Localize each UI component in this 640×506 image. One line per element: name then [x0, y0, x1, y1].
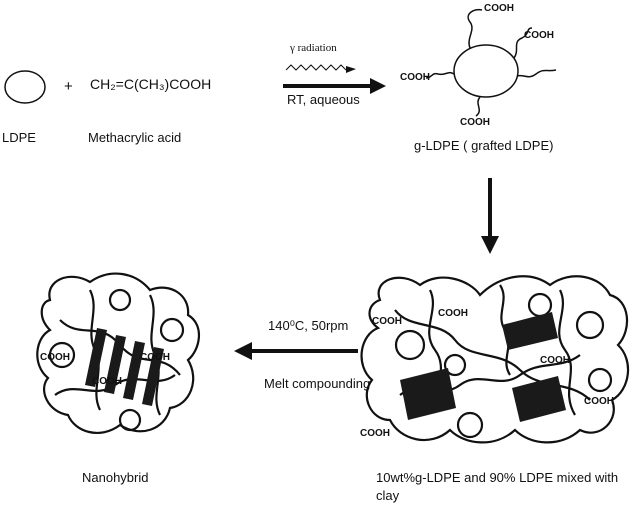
grafted-ldpe-label: g-LDPE ( grafted LDPE)	[414, 138, 554, 153]
cooh-group: COOH	[484, 3, 514, 14]
radiation-label: γ radiation	[290, 42, 337, 54]
down-arrow	[481, 178, 499, 254]
grafted-ldpe-molecule	[425, 8, 557, 117]
reaction-conditions: RT, aqueous	[287, 92, 360, 107]
melt-compounding-arrow	[234, 342, 358, 360]
cooh-group: COOH	[40, 352, 70, 363]
cooh-group: COOH	[140, 352, 170, 363]
cooh-group: COOH	[584, 396, 614, 407]
ldpe-label: LDPE	[2, 130, 36, 145]
monomer-name: Methacrylic acid	[88, 130, 182, 145]
cooh-group: COOH	[524, 30, 554, 41]
clay-platelets-nanohybrid	[85, 328, 164, 406]
gamma-radiation-arrow	[285, 64, 356, 73]
cooh-group: COOH	[438, 308, 468, 319]
plus-sign: +	[64, 78, 73, 95]
cooh-group: COOH	[360, 428, 390, 439]
monomer-formula: CH₂=C(CH₃)COOH	[90, 76, 212, 92]
ldpe-particle	[4, 70, 46, 104]
cooh-group: COOH	[92, 376, 122, 387]
mixture-label-line2: clay	[376, 488, 400, 503]
mixture-label-line1: 10wt%g-LDPE and 90% LDPE mixed with	[376, 470, 619, 485]
ldpe-clay-mixture	[360, 275, 630, 444]
cooh-group: COOH	[540, 355, 570, 366]
melt-conditions: 140⁰C, 50rpm	[268, 318, 349, 333]
cooh-group: COOH	[372, 316, 402, 327]
clay-platelets-mixture	[400, 312, 566, 422]
cooh-group: COOH	[400, 72, 430, 83]
nanohybrid-label: Nanohybrid	[82, 470, 149, 485]
reaction-arrow	[283, 78, 386, 94]
melt-process: Melt compounding	[264, 376, 371, 391]
cooh-group: COOH	[460, 117, 490, 128]
